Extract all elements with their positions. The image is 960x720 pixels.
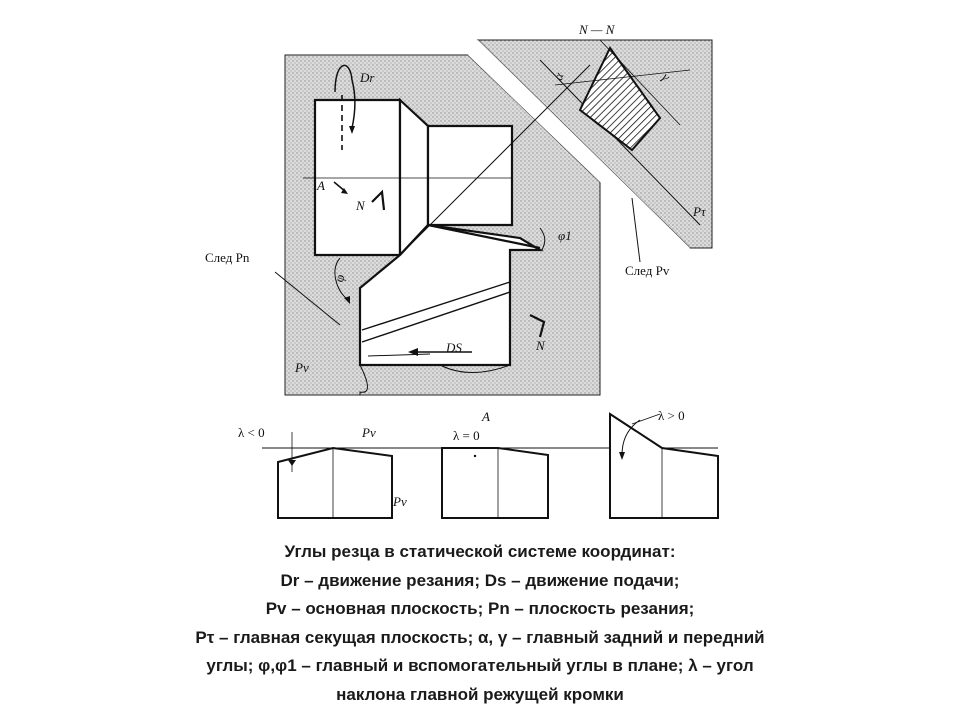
figure-caption: Углы резца в статической системе координ… xyxy=(0,538,960,709)
label-pt: Pτ xyxy=(692,204,707,219)
caption-line-5: углы; φ,φ1 – главный и вспомогательный у… xyxy=(206,656,754,675)
workpiece xyxy=(303,97,514,258)
label-sled-pn: След Pn xyxy=(205,250,250,265)
cutting-tool-angles-diagram: N — N Dr A N φ1 φ α γ След Pn След Pv Pτ… xyxy=(205,22,719,519)
label-ds: DS xyxy=(445,340,462,355)
label-a: A xyxy=(316,178,325,193)
rotation-arrow-dr xyxy=(334,64,353,93)
section-title: N — N xyxy=(578,22,616,37)
lambda-positive-sketch xyxy=(609,412,719,519)
label-n-lower: N xyxy=(535,338,546,353)
label-pv-row-1: Pv xyxy=(361,425,376,440)
label-dr: Dr xyxy=(359,70,375,85)
caption-line-1: Углы резца в статической системе координ… xyxy=(284,542,676,561)
label-sled-pv: След Pv xyxy=(625,263,670,278)
angle-phi1-arc xyxy=(539,227,546,251)
n-marker-lower xyxy=(529,314,546,338)
lambda-negative-sketch xyxy=(277,432,393,519)
caption-line-2: Dr – движение резания; Ds – движение под… xyxy=(280,570,680,590)
label-lambda-negative: λ < 0 xyxy=(238,425,265,440)
label-lambda-zero: λ = 0 xyxy=(453,428,480,443)
label-n-upper: N xyxy=(355,198,366,213)
caption-line-6: наклона главной режущей кромки xyxy=(336,684,624,704)
angle-phi-arc xyxy=(334,257,349,301)
label-lambda-positive: λ > 0 xyxy=(658,408,685,423)
tool-section-hatched xyxy=(578,46,662,152)
pv-trace-line xyxy=(539,59,701,226)
caption-line-3: Pv – основная плоскость; Pn – плоскость … xyxy=(265,599,695,618)
label-a-bottom: A xyxy=(481,409,490,424)
caption-line-4: Pτ – главная секущая плоскость; α, γ – г… xyxy=(195,627,765,647)
label-pv-row-2: Pv xyxy=(392,494,407,509)
lambda-zero-sketch xyxy=(441,447,549,519)
pn-trace-line xyxy=(274,271,341,326)
label-pv-main: Pv xyxy=(294,360,309,375)
separator-strip xyxy=(468,40,690,262)
label-phi1: φ1 xyxy=(558,228,572,243)
cutting-tool xyxy=(358,223,544,395)
section-trace-line xyxy=(399,64,591,256)
n-marker-upper xyxy=(371,189,386,211)
